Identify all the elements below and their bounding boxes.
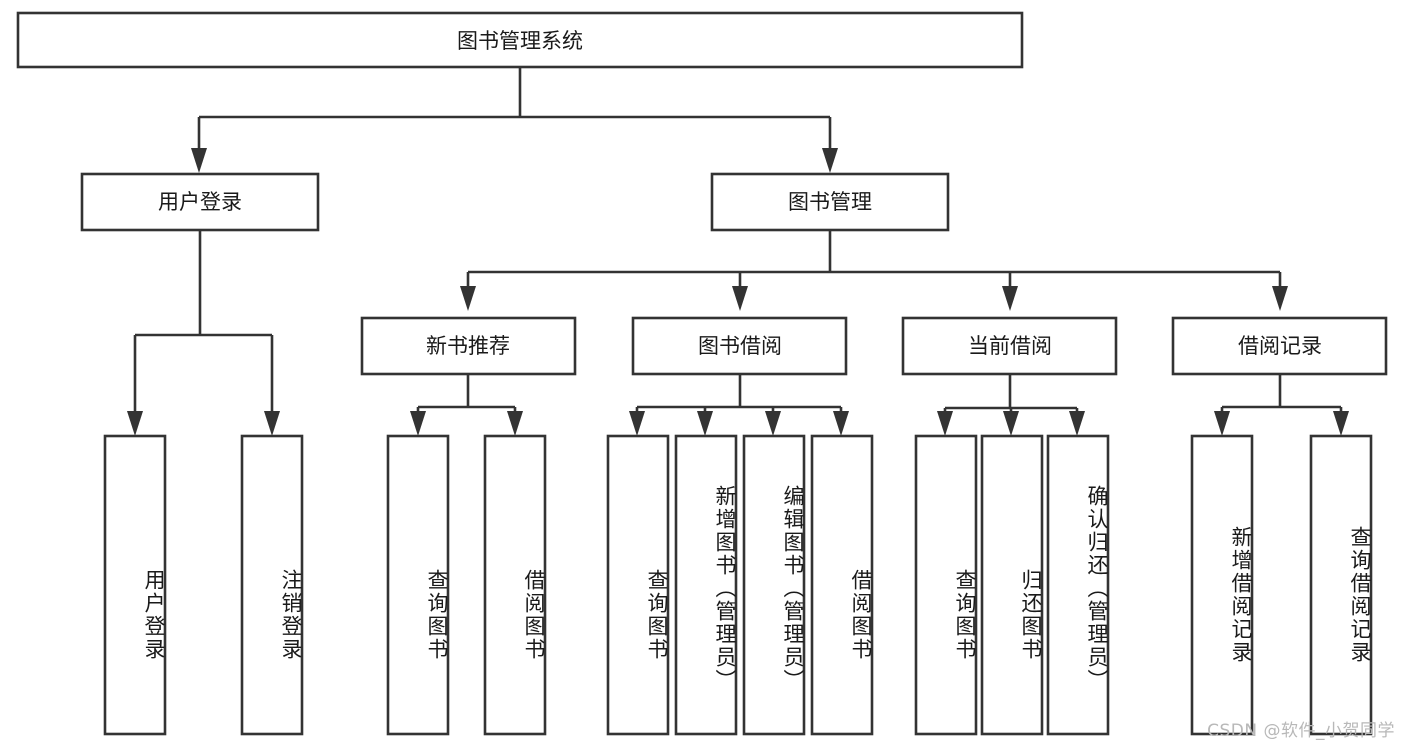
current-borrow-label: 当前借阅: [968, 334, 1052, 358]
leaf-box-bb-add-book[interactable]: [674, 434, 738, 736]
book-management-box[interactable]: [710, 172, 950, 232]
connector-new-book-to-leaves: [410, 374, 523, 436]
arrowhead-user-login: [191, 148, 207, 173]
node-new-book-recommend[interactable]: 新书推荐: [360, 316, 577, 376]
node-user-login[interactable]: 用户登录: [80, 172, 320, 232]
arrowhead-book-borrow: [732, 286, 748, 311]
leaf-box-bb-edit-book[interactable]: [742, 434, 806, 736]
arrowhead-current-borrow: [1002, 286, 1018, 311]
leaf-box-nb-query-book[interactable]: [386, 434, 450, 736]
arrowhead-borrow-record: [1272, 286, 1288, 311]
arrowhead-book-mgmt: [822, 148, 838, 173]
arrowhead-bb-leaf1: [629, 411, 645, 436]
node-root-system[interactable]: 图书管理系统: [16, 11, 1024, 69]
new-book-recommend-box[interactable]: [360, 316, 577, 376]
book-borrow-label: 图书借阅: [698, 334, 782, 358]
leaf-box-cb-return-book[interactable]: [980, 434, 1044, 736]
connector-user-login-to-leaves: [127, 230, 280, 436]
user-login-label: 用户登录: [158, 190, 242, 214]
connector-borrow-record-to-leaves: [1214, 374, 1349, 436]
new-book-recommend-label: 新书推荐: [426, 334, 510, 358]
leaf-box-logout[interactable]: [240, 434, 304, 736]
arrowhead-nb-leaf2: [507, 411, 523, 436]
arrowhead-leaf-logout: [264, 411, 280, 436]
connector-book-mgmt-to-level3: [460, 230, 1288, 311]
connector-root-to-level2: [191, 67, 838, 173]
root-box[interactable]: [16, 11, 1024, 69]
node-current-borrow[interactable]: 当前借阅: [901, 316, 1118, 376]
book-management-label: 图书管理: [788, 190, 872, 214]
book-borrow-box[interactable]: [631, 316, 848, 376]
leaf-box-bb-query-book[interactable]: [606, 434, 670, 736]
csdn-watermark: CSDN @软件_小贺同学: [1207, 721, 1395, 741]
borrow-record-label: 借阅记录: [1238, 334, 1322, 358]
connector-current-borrow-to-leaves: [937, 374, 1085, 436]
arrowhead-cb-leaf3: [1069, 411, 1085, 436]
root-label: 图书管理系统: [457, 29, 583, 53]
arrowhead-cb-leaf1: [937, 411, 953, 436]
connector-book-borrow-to-leaves: [629, 374, 849, 436]
leaf-box-br-query-record[interactable]: [1309, 434, 1373, 736]
leaf-box-user-login[interactable]: [103, 434, 167, 736]
arrowhead-leaf-user-login: [127, 411, 143, 436]
leaf-box-bb-borrow-book[interactable]: [810, 434, 874, 736]
current-borrow-box[interactable]: [901, 316, 1118, 376]
arrowhead-br-leaf2: [1333, 411, 1349, 436]
leaf-box-cb-query-book[interactable]: [914, 434, 978, 736]
leaf-box-cb-confirm-return[interactable]: [1046, 434, 1110, 736]
arrowhead-bb-leaf2: [697, 411, 713, 436]
arrowhead-nb-leaf1: [410, 411, 426, 436]
leaf-box-br-add-record[interactable]: [1190, 434, 1254, 736]
arrowhead-cb-leaf2: [1003, 411, 1019, 436]
arrowhead-bb-leaf3: [765, 411, 781, 436]
node-book-borrow[interactable]: 图书借阅: [631, 316, 848, 376]
arrowhead-new-book: [460, 286, 476, 311]
leaf-box-nb-borrow-book[interactable]: [483, 434, 547, 736]
arrowhead-br-leaf1: [1214, 411, 1230, 436]
node-borrow-record[interactable]: 借阅记录: [1171, 316, 1388, 376]
node-book-management[interactable]: 图书管理: [710, 172, 950, 232]
arrowhead-bb-leaf4: [833, 411, 849, 436]
borrow-record-box[interactable]: [1171, 316, 1388, 376]
